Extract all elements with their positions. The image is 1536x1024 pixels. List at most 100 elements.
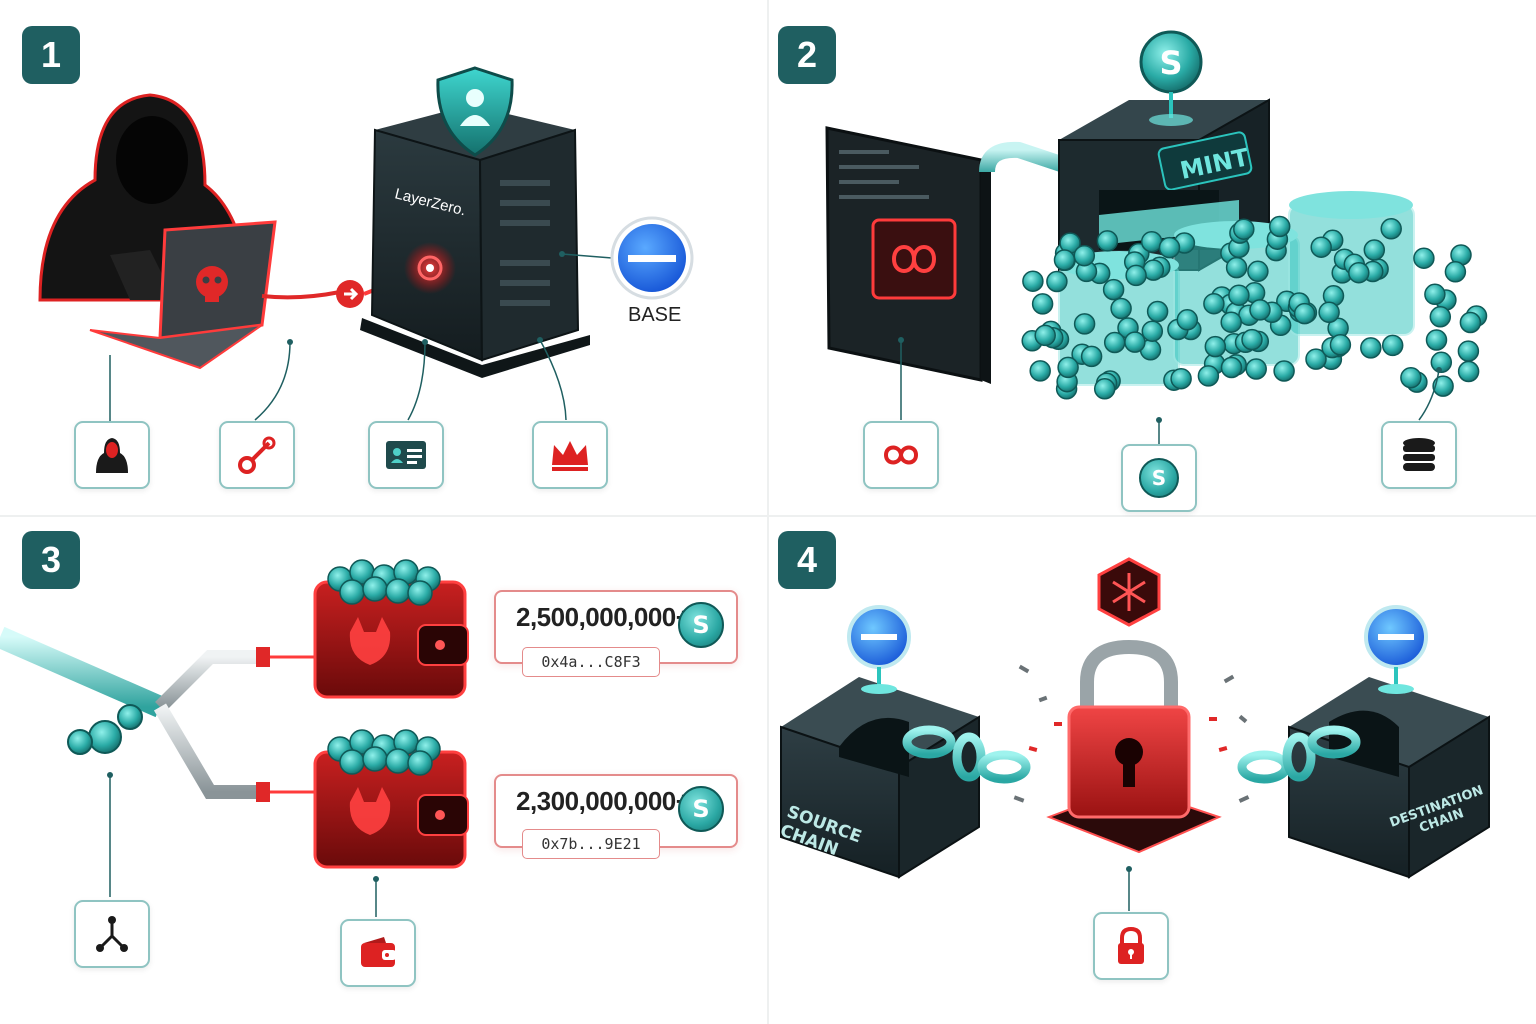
panel-1-illustration: LayerZero. xyxy=(38,66,694,422)
panel-2-illustration: MINT S xyxy=(825,30,1488,445)
coin xyxy=(1360,337,1382,359)
database-icon xyxy=(1403,438,1435,471)
coin xyxy=(1057,356,1079,379)
panel-step-1: 1 xyxy=(0,0,767,515)
wallet-amount: 2,300,000,000+ xyxy=(516,786,691,816)
coin xyxy=(1329,334,1352,356)
teal-pipe xyxy=(0,626,165,718)
destination-chain-block xyxy=(1288,677,1490,879)
debris-shards xyxy=(1013,664,1250,803)
laptop xyxy=(89,220,277,370)
coin xyxy=(407,580,433,606)
wallet-icon xyxy=(361,937,396,967)
coin xyxy=(1380,218,1402,240)
coin xyxy=(1247,260,1269,283)
database-icon-box xyxy=(1381,421,1457,489)
coin xyxy=(1348,261,1370,284)
coin xyxy=(1073,244,1096,267)
coin xyxy=(1225,256,1248,279)
terminal-screen xyxy=(825,126,991,384)
coin xyxy=(1432,375,1454,397)
coin xyxy=(1425,329,1448,351)
vertical-divider xyxy=(767,0,769,1024)
coin xyxy=(1457,360,1480,383)
coin xyxy=(1110,297,1132,320)
coin xyxy=(385,748,411,774)
step-number-badge: 1 xyxy=(22,26,80,84)
broken-chain-right xyxy=(1237,725,1361,784)
pipe-branch-bottom xyxy=(153,703,260,799)
step-number-badge: 4 xyxy=(778,531,836,589)
crown-icon xyxy=(552,441,588,471)
coin xyxy=(1204,335,1227,358)
coin-icon: S xyxy=(678,786,724,832)
base-chain-label: BASE xyxy=(628,304,682,326)
coin xyxy=(1029,360,1051,382)
source-chain-pin xyxy=(847,605,911,694)
coin xyxy=(1249,299,1271,321)
coin xyxy=(1429,306,1452,328)
coin xyxy=(385,578,411,604)
coin xyxy=(1080,345,1103,368)
coin xyxy=(1125,264,1147,287)
step-number-badge: 3 xyxy=(22,531,80,589)
coin xyxy=(1424,283,1446,306)
key-icon xyxy=(238,436,276,474)
wallet-amount: 2,500,000,000+ xyxy=(516,602,691,632)
coin xyxy=(1413,247,1435,269)
coin xyxy=(1034,324,1056,347)
coin xyxy=(1096,230,1119,252)
coin xyxy=(1031,293,1054,315)
infinity-icon xyxy=(883,445,919,465)
coin xyxy=(1220,311,1242,333)
infinity-icon-box xyxy=(863,421,939,489)
coin xyxy=(1073,313,1096,335)
horizontal-divider xyxy=(0,515,1536,517)
wallet-address: 0x7b...9E21 xyxy=(522,829,660,859)
coin xyxy=(1141,320,1164,342)
coin xyxy=(1430,351,1453,374)
coin xyxy=(1459,311,1482,334)
coin xyxy=(1457,340,1480,362)
split-icon xyxy=(96,916,128,952)
coin-icon: S xyxy=(1139,458,1179,498)
split-icon-box xyxy=(74,900,150,968)
coin xyxy=(1203,292,1225,315)
coin xyxy=(1293,302,1316,325)
coin xyxy=(1146,300,1169,323)
coin xyxy=(1233,218,1255,240)
wallet-icon-box xyxy=(340,919,416,987)
hacker-icon-box xyxy=(74,421,150,489)
key-icon-box xyxy=(219,421,295,489)
coin xyxy=(1176,309,1199,331)
base-chain-logo xyxy=(610,216,694,300)
coin xyxy=(362,576,388,602)
panel-step-4: 4 xyxy=(769,517,1536,1024)
coin xyxy=(1273,360,1295,382)
coin xyxy=(1093,378,1116,400)
coin xyxy=(339,749,365,775)
coin xyxy=(1310,236,1332,258)
coin-icon: S xyxy=(678,602,724,648)
coin xyxy=(1318,301,1340,324)
attacker-wallet-bottom xyxy=(313,750,469,869)
step-number-badge: 2 xyxy=(778,26,836,84)
panel-4-illustration xyxy=(780,557,1490,911)
shield-user-icon xyxy=(436,66,514,157)
hacker-icon xyxy=(96,438,128,473)
wallet-address: 0x4a...C8F3 xyxy=(522,647,660,677)
coin xyxy=(1220,356,1243,379)
coin xyxy=(1022,270,1044,292)
coin xyxy=(1102,278,1125,301)
coin xyxy=(362,746,388,772)
coin xyxy=(1228,284,1250,306)
broken-chain-left xyxy=(902,725,1031,784)
coin-pin-symbol: S xyxy=(1159,44,1182,82)
coin xyxy=(407,750,433,776)
coin-icon-box: S xyxy=(1121,444,1197,512)
panel-step-2: 2 xyxy=(769,0,1536,515)
crown-icon-box xyxy=(532,421,608,489)
coin xyxy=(1444,261,1467,283)
panel-step-3: 3 xyxy=(0,517,767,1024)
coin xyxy=(1197,365,1220,387)
